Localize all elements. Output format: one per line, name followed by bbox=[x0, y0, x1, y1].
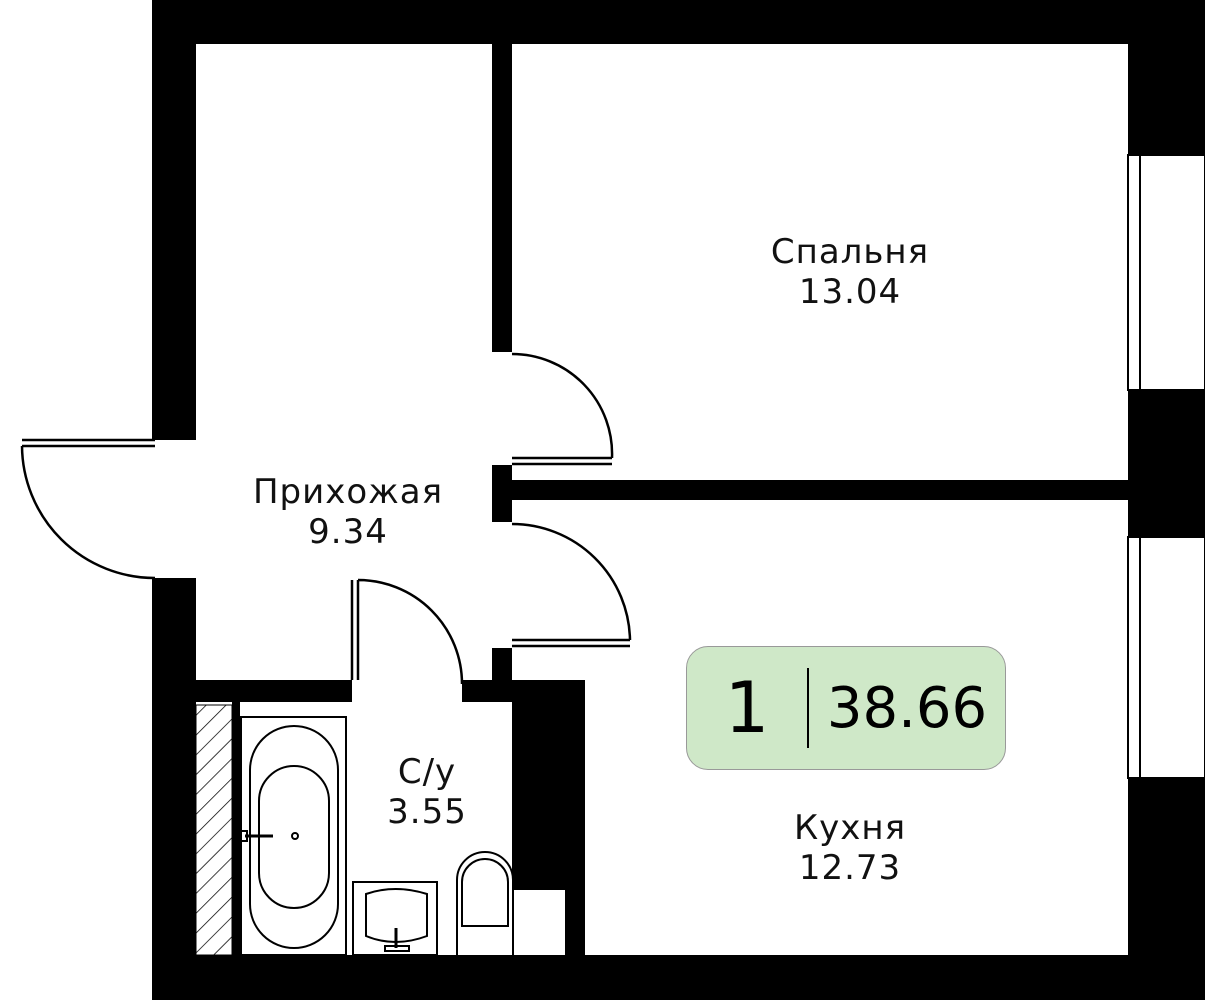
walls bbox=[152, 0, 1205, 1000]
divider bbox=[807, 668, 809, 748]
toilet bbox=[456, 851, 514, 955]
room-kitchen: Кухня 12.73 bbox=[720, 808, 980, 888]
apartment-summary-badge: 1 38.66 bbox=[686, 646, 1006, 770]
room-name: С/у bbox=[397, 752, 457, 792]
doors bbox=[20, 352, 632, 685]
kitchen-door bbox=[511, 522, 632, 648]
total-area: 38.66 bbox=[826, 675, 988, 741]
room-count: 1 bbox=[724, 667, 770, 749]
room-area: 3.55 bbox=[387, 792, 467, 832]
bathroom-door bbox=[350, 578, 464, 685]
entrance-door bbox=[20, 438, 156, 580]
sink bbox=[352, 881, 438, 956]
room-name: Спальня bbox=[770, 232, 930, 272]
room-bedroom: Спальня 13.04 bbox=[720, 232, 980, 312]
room-name: Прихожая bbox=[252, 472, 444, 512]
room-name: Кухня bbox=[793, 808, 907, 848]
shafts bbox=[195, 695, 567, 956]
room-bathroom: С/у 3.55 bbox=[357, 752, 497, 832]
windows bbox=[1127, 154, 1205, 779]
room-area: 9.34 bbox=[308, 512, 388, 552]
room-hallway: Прихожая 9.34 bbox=[218, 472, 478, 552]
room-area: 13.04 bbox=[798, 272, 902, 312]
room-area: 12.73 bbox=[798, 848, 902, 888]
bathtub bbox=[240, 716, 347, 956]
bedroom-door bbox=[511, 352, 614, 466]
